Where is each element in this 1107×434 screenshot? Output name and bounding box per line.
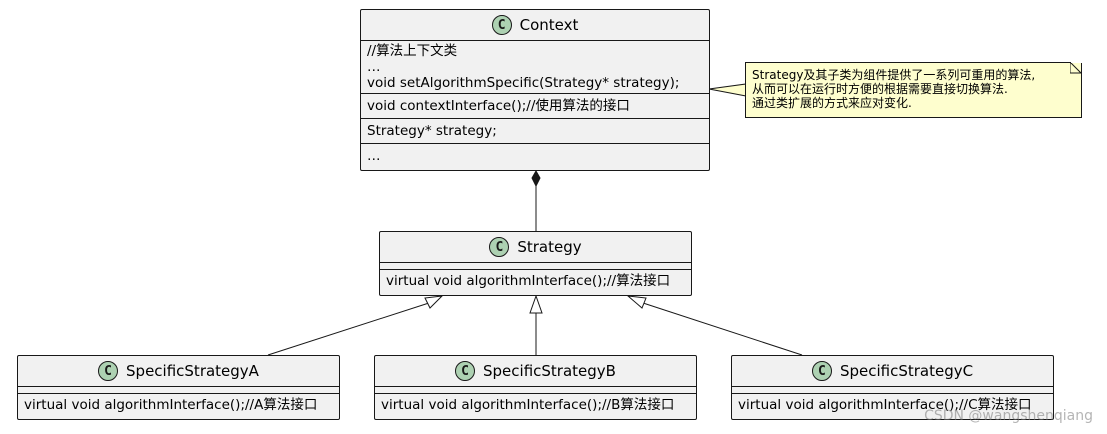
class-specific-b-fields bbox=[375, 386, 696, 393]
method-line: void contextInterface();//使用算法的接口 bbox=[367, 98, 630, 114]
class-specific-a-methods: virtual void algorithmInterface();//A算法接… bbox=[18, 393, 339, 416]
class-context: C Context //算法上下文类 … void setAlgorithmSp… bbox=[360, 9, 710, 171]
class-context-more: … bbox=[361, 143, 709, 168]
class-specific-a-name: SpecificStrategyA bbox=[126, 362, 259, 380]
field-line: Strategy* strategy; bbox=[367, 123, 497, 139]
inheritance-line-c bbox=[639, 301, 803, 356]
composition-diamond bbox=[531, 169, 541, 188]
strategy-note: Strategy及其子类为组件提供了一系列可重用的算法, 从而可以在运行时方便的… bbox=[745, 62, 1082, 118]
class-specific-strategy-b: C SpecificStrategyB virtual void algorit… bbox=[374, 355, 697, 420]
class-specific-strategy-a: C SpecificStrategyA virtual void algorit… bbox=[17, 355, 340, 420]
attribute-line: … bbox=[367, 59, 381, 75]
note-line: 通过类扩展的方式来应对变化. bbox=[752, 96, 912, 110]
class-context-methods: void contextInterface();//使用算法的接口 bbox=[361, 93, 709, 118]
class-specific-b-header: C SpecificStrategyB bbox=[375, 356, 696, 386]
method-line: virtual void algorithmInterface();//A算法接… bbox=[24, 397, 318, 413]
note-fold-icon bbox=[1070, 62, 1082, 74]
class-strategy-header: C Strategy bbox=[380, 232, 691, 262]
class-icon: C bbox=[491, 15, 512, 35]
method-line: virtual void algorithmInterface();//C算法接… bbox=[738, 397, 1032, 413]
attribute-line: //算法上下文类 bbox=[367, 43, 458, 59]
inheritance-arrow-a bbox=[424, 295, 444, 309]
class-specific-c-header: C SpecificStrategyC bbox=[732, 356, 1053, 386]
inheritance-line-a bbox=[267, 301, 433, 356]
class-specific-c-methods: virtual void algorithmInterface();//C算法接… bbox=[732, 393, 1053, 416]
class-specific-a-fields bbox=[18, 386, 339, 393]
class-icon: C bbox=[811, 361, 832, 381]
class-strategy-methods: virtual void algorithmInterface();//算法接口 bbox=[380, 269, 691, 292]
class-strategy-name: Strategy bbox=[517, 238, 582, 256]
class-specific-a-header: C SpecificStrategyA bbox=[18, 356, 339, 386]
note-connector bbox=[708, 83, 747, 97]
class-strategy-fields bbox=[380, 262, 691, 269]
note-line: Strategy及其子类为组件提供了一系列可重用的算法, bbox=[752, 68, 1036, 82]
class-strategy: C Strategy virtual void algorithmInterfa… bbox=[379, 231, 692, 296]
class-specific-b-methods: virtual void algorithmInterface();//B算法接… bbox=[375, 393, 696, 416]
class-context-attributes: //算法上下文类 … void setAlgorithmSpecific(Str… bbox=[361, 40, 709, 93]
class-specific-c-fields bbox=[732, 386, 1053, 393]
watermark: CSDN @wangshenqiang bbox=[924, 408, 1093, 424]
class-specific-b-name: SpecificStrategyB bbox=[483, 362, 616, 380]
class-icon: C bbox=[98, 361, 119, 381]
class-context-header: C Context bbox=[361, 10, 709, 40]
attribute-line: void setAlgorithmSpecific(Strategy* stra… bbox=[367, 75, 680, 91]
class-specific-strategy-c: C SpecificStrategyC virtual void algorit… bbox=[731, 355, 1054, 420]
class-icon: C bbox=[455, 361, 476, 381]
inheritance-arrow-c bbox=[626, 295, 647, 309]
more-line: … bbox=[367, 148, 381, 164]
method-line: virtual void algorithmInterface();//算法接口 bbox=[386, 273, 671, 289]
class-icon: C bbox=[489, 237, 510, 257]
class-context-fields: Strategy* strategy; bbox=[361, 118, 709, 143]
class-specific-c-name: SpecificStrategyC bbox=[839, 362, 974, 380]
inheritance-arrow-b bbox=[529, 294, 543, 314]
class-context-name: Context bbox=[519, 16, 579, 34]
method-line: virtual void algorithmInterface();//B算法接… bbox=[381, 397, 675, 413]
note-line: 从而可以在运行时方便的根据需要直接切换算法. bbox=[752, 82, 1008, 96]
